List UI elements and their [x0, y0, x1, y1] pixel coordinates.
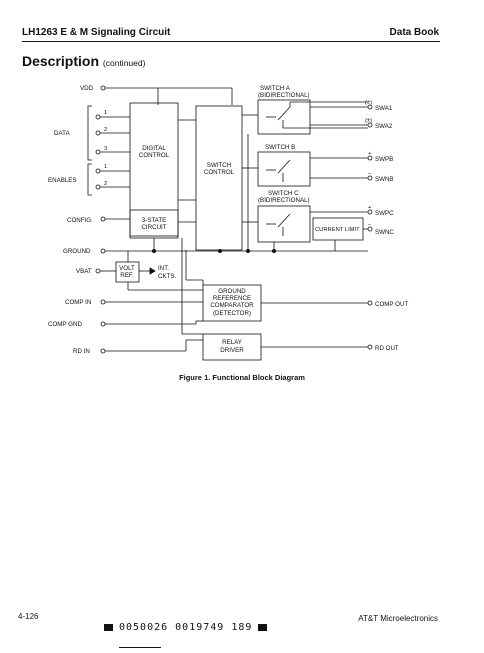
swpb-polarity: + [368, 151, 372, 157]
ground-ref-line2: REFERENCE [213, 295, 251, 302]
output-swpc: SWPC [375, 210, 394, 217]
label-rd-in: RD IN [73, 348, 90, 355]
digital-control-line2: CONTROL [139, 152, 170, 159]
barcode-block-left [104, 623, 113, 631]
barcode-number: 0050026 0019749 189 [119, 622, 253, 633]
pin-2: 2 [104, 127, 107, 133]
current-limit-label: CURRENT LIMIT [315, 227, 360, 233]
swnb-polarity: − [368, 171, 372, 177]
label-vbat: VBAT [76, 268, 92, 275]
switch-b-label: SWITCH B [265, 144, 295, 151]
label-ground: GROUND [63, 248, 91, 255]
diagram-wires [87, 85, 373, 361]
output-comp-out: COMP OUT [375, 301, 408, 308]
label-comp-gnd: COMP GND [48, 321, 82, 328]
diagram-labels: VDD DATA ENABLES CONFIG. GROUND VBAT COM… [48, 85, 408, 355]
swa1-polarity: (±) [365, 100, 372, 106]
document-title: LH1263 E & M Signaling Circuit [22, 27, 171, 38]
switch-a-line1: SWITCH A [260, 85, 291, 92]
int-ckts-line2: CKTS. [158, 273, 177, 280]
swpc-polarity: + [368, 205, 372, 211]
company-name: AT&T Microelectronics [358, 614, 438, 623]
section-continued: (continued) [102, 58, 146, 68]
int-ckts-line1: INT. [158, 265, 169, 272]
volt-ref-line1: VOLT [119, 265, 135, 272]
barcode-rule [119, 647, 161, 648]
label-config: CONFIG. [67, 217, 93, 224]
swa2-polarity: (±) [365, 118, 372, 124]
pin-enable-1: 1 [104, 164, 107, 170]
ground-ref-line1: GROUND [218, 288, 246, 295]
label-comp-in: COMP IN [65, 299, 91, 306]
ground-ref-line3: COMPARATOR [210, 302, 254, 309]
volt-ref-line2: REF. [120, 272, 134, 279]
book-title: Data Book [389, 27, 439, 38]
page-number: 4-126 [18, 612, 39, 621]
output-swpb: SWPB [375, 156, 393, 163]
output-swnc: SWNC [375, 229, 394, 236]
pin-3: 3 [104, 146, 107, 152]
barcode: 0050026 0019749 189 [98, 622, 273, 633]
switch-c-line1: SWITCH C [268, 190, 299, 197]
switch-control-line1: SWITCH [207, 162, 231, 169]
ground-ref-line4: (DETECTOR) [213, 310, 251, 317]
switch-a-line2: (BIDIRECTIONAL) [258, 92, 310, 99]
output-rd-out: RD OUT [375, 345, 399, 352]
barcode-block-right [258, 623, 268, 631]
switch-control-line2: CONTROL [204, 169, 235, 176]
swnc-polarity: − [368, 222, 372, 228]
label-enables: ENABLES [48, 177, 77, 184]
switch-c-line2: (BIDIRECTIONAL) [258, 197, 310, 204]
three-state-line2: CIRCUIT [141, 224, 166, 231]
output-swnb: SWNB [375, 176, 394, 183]
digital-control-line1: DIGITAL [142, 145, 166, 152]
label-data: DATA [54, 130, 70, 137]
header-rule [22, 41, 440, 42]
figure-caption: Figure 1. Functional Block Diagram [179, 373, 305, 382]
label-vdd: VDD [80, 85, 94, 92]
output-swa2: SWA2 [375, 123, 393, 130]
relay-driver-line2: DRIVER [220, 347, 244, 354]
section-heading: Description [22, 53, 100, 69]
pin-enable-2: 2 [104, 181, 107, 187]
output-swa1: SWA1 [375, 105, 393, 112]
relay-driver-line1: RELAY [222, 339, 242, 346]
pin-1: 1 [104, 110, 107, 116]
three-state-line1: 3-STATE [142, 217, 167, 224]
section-title: Description (continued) [22, 53, 145, 69]
